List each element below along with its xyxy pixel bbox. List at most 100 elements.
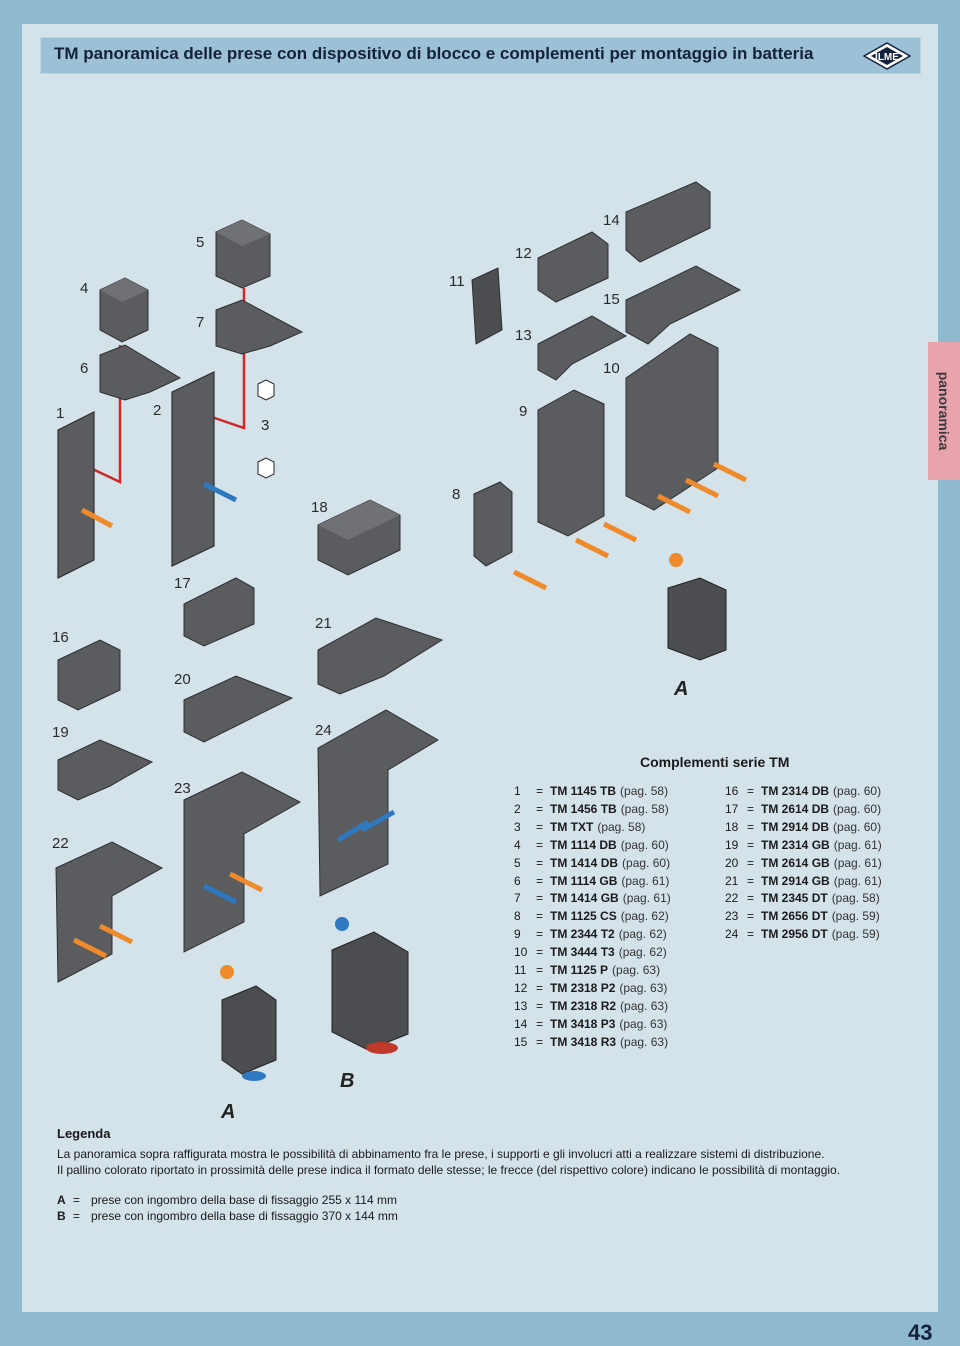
item-number: 5: [196, 234, 205, 251]
socket-A-top: [667, 553, 727, 661]
list-item: 19=TM 2314 GB(pag. 61): [725, 837, 882, 852]
list-item: 2=TM 1456 TB(pag. 58): [514, 801, 669, 816]
panel-22: [55, 841, 164, 983]
item-number: 13: [515, 327, 532, 344]
complementi-list-right: 16=TM 2314 DB(pag. 60) 17=TM 2614 DB(pag…: [725, 783, 882, 944]
list-item: 23=TM 2656 DT(pag. 59): [725, 909, 880, 924]
list-item: 22=TM 2345 DT(pag. 58): [725, 891, 880, 906]
housing-18: [317, 499, 401, 576]
list-item: 12=TM 2318 P2(pag. 63): [514, 980, 668, 995]
bracket-13: [537, 315, 628, 381]
ilme-logo: ILME: [863, 42, 911, 70]
housing-14: [625, 181, 711, 263]
item-number: 7: [196, 314, 205, 331]
item-number: 12: [515, 245, 532, 262]
list-item: 15=TM 3418 R3(pag. 63): [514, 1034, 669, 1049]
panel-23: [183, 771, 302, 953]
item-number: 16: [52, 629, 69, 646]
list-item: 18=TM 2914 DB(pag. 60): [725, 819, 882, 834]
bracket-20: [183, 675, 294, 743]
list-item: 11=TM 1125 P(pag. 63): [514, 963, 661, 978]
bracket-6: [99, 344, 182, 401]
item-number: 8: [452, 486, 461, 503]
arrows: [72, 461, 748, 959]
support-plate-2: [171, 371, 215, 567]
page-number: 43: [908, 1320, 933, 1345]
item-number: 10: [603, 360, 620, 377]
logo-text: ILME: [875, 52, 899, 63]
bracket-7: [215, 299, 304, 355]
legenda-text: La panoramica sopra raffigurata mostra l…: [57, 1146, 917, 1178]
item-number: 1: [56, 405, 65, 422]
connector-8: [473, 481, 513, 567]
housing-16: [57, 639, 121, 711]
list-item: 9=TM 2344 T2(pag. 62): [514, 927, 667, 942]
legend-a-key: A: [57, 1193, 66, 1207]
plug-11: [471, 267, 503, 345]
socket-B: [331, 917, 409, 1054]
housing-5: [215, 219, 271, 289]
item-number: 17: [174, 575, 191, 592]
legenda-title: Legenda: [57, 1126, 111, 1141]
item-number: 18: [311, 499, 328, 516]
socket-label-b: B: [340, 1070, 355, 1092]
enclosure-10: [625, 333, 719, 511]
legend-b-row: B=prese con ingombro della base di fissa…: [57, 1209, 398, 1223]
item-number: 21: [315, 615, 332, 632]
socket-A-bottom: [220, 965, 277, 1081]
list-item: 1=TM 1145 TB(pag. 58): [514, 784, 669, 798]
item-number: 23: [174, 780, 191, 797]
item-number: 11: [449, 273, 465, 290]
list-item: 16=TM 2314 DB(pag. 60): [725, 784, 882, 798]
item-number: 22: [52, 835, 69, 852]
list-item: 4=TM 1114 DB(pag. 60): [514, 837, 669, 852]
list-item: 14=TM 3418 P3(pag. 63): [514, 1016, 668, 1031]
item-number: 19: [52, 724, 69, 741]
list-item: 17=TM 2614 DB(pag. 60): [725, 801, 882, 816]
support-plate-1: [57, 411, 95, 579]
list-item: 7=TM 1414 GB(pag. 61): [514, 891, 671, 906]
item-number: 14: [603, 212, 620, 229]
legenda-line-1: La panoramica sopra raffigurata mostra l…: [57, 1147, 825, 1161]
list-item: 13=TM 2318 R2(pag. 63): [514, 998, 669, 1013]
panel-24: [317, 709, 439, 897]
legend-b-text: prese con ingombro della base di fissagg…: [91, 1209, 398, 1223]
accessory-3: [257, 379, 275, 479]
item-number: 6: [80, 360, 89, 377]
side-tab: panoramica: [928, 342, 960, 480]
socket-label-a: A: [674, 678, 689, 700]
item-number: 24: [315, 722, 332, 739]
bracket-15: [625, 265, 742, 345]
list-item: 24=TM 2956 DT(pag. 59): [725, 927, 880, 942]
housing-4: [99, 277, 149, 343]
panoramica-diagram: [55, 181, 748, 1081]
housing-12: [537, 231, 609, 303]
item-number: 15: [603, 291, 620, 308]
list-item: 6=TM 1114 GB(pag. 61): [514, 873, 670, 888]
housing-17: [183, 577, 255, 647]
list-item: 5=TM 1414 DB(pag. 60): [514, 855, 671, 870]
page-title: TM panoramica delle prese con dispositiv…: [54, 44, 814, 63]
item-number: 4: [80, 280, 89, 297]
bracket-19: [57, 739, 154, 801]
complementi-title: Complementi serie TM: [640, 754, 790, 770]
bracket-21: [317, 617, 444, 695]
legend-a-text: prese con ingombro della base di fissagg…: [91, 1193, 397, 1207]
item-number: 2: [153, 402, 162, 419]
complementi-list-left: 1=TM 1145 TB(pag. 58) 2=TM 1456 TB(pag. …: [514, 783, 671, 1052]
item-number: 3: [261, 417, 270, 434]
list-item: 10=TM 3444 T3(pag. 62): [514, 945, 667, 960]
list-item: 8=TM 1125 CS(pag. 62): [514, 909, 669, 924]
page-header: TM panoramica delle prese con dispositiv…: [40, 37, 921, 74]
list-item: 20=TM 2614 GB(pag. 61): [725, 855, 882, 870]
item-number: 9: [519, 403, 528, 420]
legenda-line-2: Il pallino colorato riportato in prossim…: [57, 1163, 841, 1177]
legend-b-key: B: [57, 1209, 66, 1223]
list-item: 21=TM 2914 GB(pag. 61): [725, 873, 882, 888]
page-panel: [22, 24, 938, 1312]
enclosure-9: [537, 389, 605, 537]
socket-label-a: A: [221, 1101, 236, 1123]
list-item: 3=TM TXT(pag. 58): [514, 819, 646, 834]
item-number: 20: [174, 671, 191, 688]
legend-a-row: A=prese con ingombro della base di fissa…: [57, 1193, 397, 1207]
